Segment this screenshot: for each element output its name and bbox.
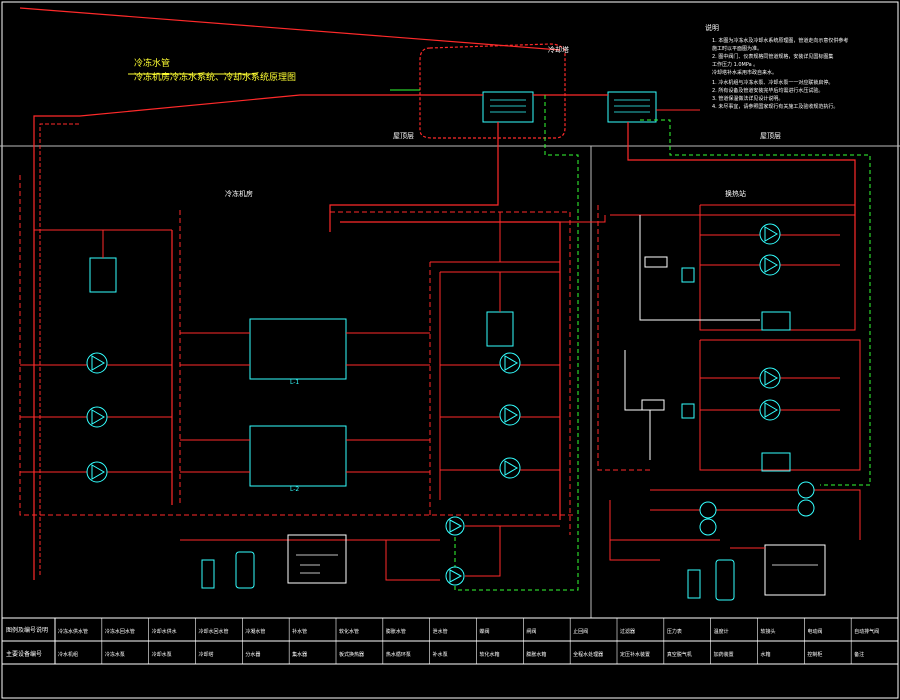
legend-row1-cell: 补水管 [292,628,307,635]
legend-row2-cell: 加药装置 [714,651,734,658]
legend-row2-cell: 控制柜 [807,651,822,658]
note-line: 2. 所有设备及管道安装完毕后均需进行水压试验。 [712,87,823,94]
legend-row1-cell: 冷冻水供水管 [58,628,88,635]
heat-exchange-station [597,204,861,601]
chiller-2 [249,425,347,487]
legend-row2-cell: 全程水处理器 [573,651,603,658]
legend-row1-cell: 止回阀 [573,628,588,635]
legend-row2-cell: 备注 [854,651,864,658]
cooling-pumps-right [440,352,560,479]
makeup-water-pipe-right [640,119,871,486]
tower-return-main [329,122,499,232]
notes-heading: 说明 [705,23,719,32]
zone-label-roof-left: 屋顶层 [393,132,414,140]
left-return-main [19,175,575,516]
annotation-line-2: 冷冻机房冷冻水系统、冷却水系统原理图 [134,71,296,83]
legend-row2-cell: 板式换热器 [339,651,364,658]
legend-row2-cell: 冷冻水泵 [105,651,125,658]
legend-row1-cell: 蝶阀 [480,628,490,635]
legend-row1-cell: 电动阀 [807,628,822,635]
legend-row2-cell: 冷水机组 [58,651,78,658]
legend-row1-cell: 温度计 [714,628,729,635]
legend-row2-cell: 膨胀水箱 [526,651,546,658]
expansion-tank-middle [486,311,514,347]
roof-pipe-loop [419,43,566,139]
note-line: 施工时以平面图为准。 [712,45,762,52]
legend-row2-title: 主要设备编号 [6,650,42,658]
legend-row1-cell: 冷却水供水 [152,628,177,635]
note-line: 1. 本图为冷冻水及冷却水系统原理图，管道走向示意仅供参考 [712,37,848,44]
legend-row1-cell: 泄水管 [433,628,448,635]
legend-row1-cell: 冷却水回水管 [199,628,229,635]
legend-row1-cell: 闸阀 [526,628,536,635]
chilled-pumps-left [20,352,172,483]
legend-row2-cell: 水箱 [761,651,771,658]
chiller-1-tag: L-1 [290,379,299,386]
legend-row2-cell: 冷却水泵 [152,651,172,658]
legend-row1-cell: 自动排气阀 [854,628,879,635]
note-line: 4. 未尽事宜，请参照国家现行有关施工及验收规范执行。 [712,103,838,110]
cooling-tower-1 [482,91,534,123]
note-line: 3. 管道保温做法详见设计说明。 [712,95,783,102]
cooling-tower-2 [607,91,657,123]
chiller-piping [180,212,560,515]
chiller-2-tag: L-2 [290,486,299,493]
legend-row1-cell: 软接头 [761,628,776,635]
legend-row2-cell: 真空脱气机 [667,651,692,658]
cooling-supply-riser [33,94,430,580]
expansion-tank-left [89,257,117,293]
legend-row2-cell: 热水循环泵 [386,651,411,658]
zone-label-chiller-room: 冷冻机房 [225,189,253,198]
zone-label-heat-room: 换热站 [725,189,746,198]
water-treatment-left [180,516,560,589]
note-line: 2. 图中阀门、仪表规格同管道规格，安装详见国标图集 [712,53,833,60]
chiller-1 [249,318,347,380]
legend-row2-cell: 冷却塔 [199,651,214,658]
return-header-dashed [330,211,571,535]
legend-row2-cell: 分水器 [245,651,260,658]
supply-header [340,221,561,520]
legend-row2-cell: 软化水箱 [480,651,500,658]
legend-row1-cell: 冷凝水管 [245,628,265,635]
cooling-return-riser [39,123,80,575]
roof-makeup-pipe [19,7,561,51]
cross-link-pipe [560,215,606,223]
legend-row1-cell: 过滤器 [620,628,635,635]
note-line: 工作压力 1.0MPa 。 [712,61,758,68]
notes-block: 说明 1. 本图为冷冻水及冷却水系统原理图，管道走向示意仅供参考 施工时以平面图… [705,23,848,110]
legend-row1-cell: 压力表 [667,628,682,635]
legend-row1-title: 图例及编号说明 [6,626,48,634]
zone-label-cooling-tower: 冷却塔 [548,45,569,54]
note-line: 冷却塔补水采用市政自来水。 [712,69,777,76]
zone-label-roof-right: 屋顶层 [760,132,781,140]
legend-row2-cell: 补水泵 [433,651,448,658]
annotation-line-1: 冷冻水管 [134,57,170,69]
legend-row1-cell: 膨胀水管 [386,628,406,635]
note-line: 1. 冷水机组与冷冻水泵、冷却水泵一一对应联锁启停。 [712,79,833,86]
legend-row1-cell: 冷冻水回水管 [105,628,135,635]
legend-row2-cell: 定压补水装置 [620,651,650,658]
legend-row2-cell: 集水器 [292,651,307,658]
legend-row1-cell: 软化水管 [339,628,359,635]
